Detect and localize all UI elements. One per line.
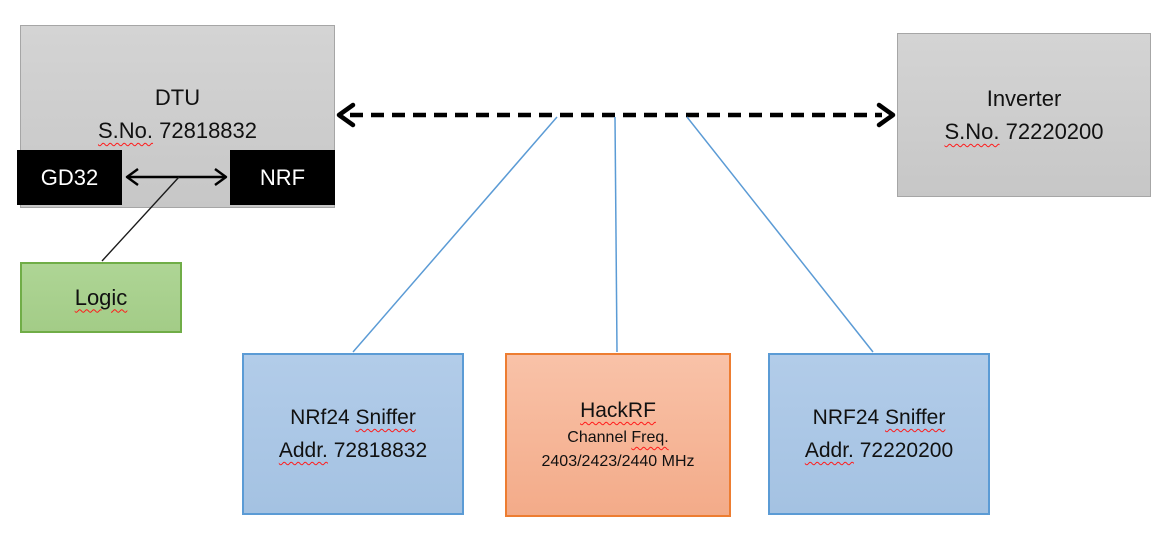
nrf-label: NRF xyxy=(259,164,306,190)
sniffer-right-title: NRF24 Sniffer xyxy=(813,401,946,434)
hackrf-channel-freq: Channel Freq. xyxy=(567,426,668,450)
hackrf-title: HackRF xyxy=(580,396,656,426)
hackrf-box: HackRF Channel Freq. 2403/2423/2440 MHz xyxy=(505,353,731,517)
gd32-label: GD32 xyxy=(40,164,99,190)
logic-box: Logic xyxy=(20,262,182,333)
sniffer-left-name-wavy: Sniffer xyxy=(355,406,416,429)
sniffer-left-addr-value: 72818832 xyxy=(327,439,428,462)
sniffer-right-addr-value: 72220200 xyxy=(853,439,954,462)
inverter-serial: S.No. 72220200 xyxy=(944,115,1103,148)
hackrf-title-text: HackRF xyxy=(580,399,656,422)
gd32-chip-box: GD32 xyxy=(17,150,122,205)
hackrf-freq-prefix: Channel xyxy=(567,429,632,446)
tap-line-hackrf xyxy=(614,116,618,353)
hackrf-frequencies: 2403/2423/2440 MHz xyxy=(541,453,695,470)
sniffer-left-addr: Addr. 72818832 xyxy=(279,434,427,467)
sniffer-left-title: NRf24 Sniffer xyxy=(290,401,416,434)
sniffer-right-name: NRF24 xyxy=(812,406,886,429)
inverter-title: Inverter xyxy=(986,86,1062,111)
inverter-serial-number: 72220200 xyxy=(999,119,1104,144)
nrf-chip-box: NRF xyxy=(230,150,335,205)
sniffer-right-name-wavy: Sniffer xyxy=(885,406,946,429)
dtu-serial-label: S.No. xyxy=(97,118,154,143)
sniffer-left-name: NRf24 xyxy=(290,406,356,429)
sniffer-right-addr-label: Addr. xyxy=(804,439,854,462)
logic-label: Logic xyxy=(74,284,128,310)
dtu-title: DTU xyxy=(154,85,201,110)
tap-line-sniffer-right xyxy=(686,116,874,353)
tap-line-sniffer-left xyxy=(352,116,558,353)
sniffer-right-box: NRF24 Sniffer Addr. 72220200 xyxy=(768,353,990,515)
sniffer-left-box: NRf24 Sniffer Addr. 72818832 xyxy=(242,353,464,515)
dtu-inverter-dashed-arrow xyxy=(336,102,896,128)
inverter-box: Inverter S.No. 72220200 xyxy=(897,33,1151,197)
sniffer-left-addr-label: Addr. xyxy=(278,439,328,462)
sniffer-right-addr: Addr. 72220200 xyxy=(805,434,953,467)
dtu-serial: S.No. 72818832 xyxy=(98,114,257,147)
dtu-serial-number: 72818832 xyxy=(153,118,258,143)
hackrf-freq-wavy: Freq. xyxy=(631,429,669,446)
inverter-serial-label: S.No. xyxy=(944,119,1000,144)
